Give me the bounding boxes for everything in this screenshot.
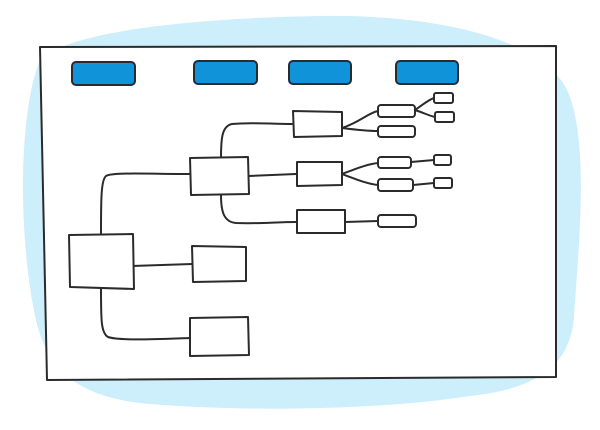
tree bbox=[68, 92, 455, 357]
node-level1-c[interactable] bbox=[189, 316, 250, 357]
tab-2[interactable] bbox=[193, 60, 258, 85]
node-level1-b[interactable] bbox=[191, 245, 247, 283]
node-level4-4[interactable] bbox=[433, 177, 453, 189]
connector-root-c bbox=[100, 287, 191, 341]
connector-c2-1 bbox=[410, 159, 435, 163]
node-level4-1[interactable] bbox=[433, 92, 454, 104]
connector-b2-1 bbox=[341, 162, 379, 175]
node-level3-a2[interactable] bbox=[377, 125, 416, 138]
connector-root-a bbox=[100, 172, 191, 235]
connector-c3-1 bbox=[412, 182, 435, 186]
node-level3-a1[interactable] bbox=[377, 104, 416, 118]
connector-a-1 bbox=[220, 122, 293, 159]
connector-b3-1 bbox=[344, 220, 379, 223]
connector-c1-2 bbox=[414, 109, 436, 118]
tab-4[interactable] bbox=[395, 60, 459, 85]
node-level4-2[interactable] bbox=[434, 111, 455, 123]
connector-b2-2 bbox=[341, 173, 379, 186]
node-level3-c1[interactable] bbox=[377, 214, 417, 228]
connector-b1-2 bbox=[341, 127, 379, 132]
connector-a-3 bbox=[220, 194, 297, 225]
node-level2-c[interactable] bbox=[296, 209, 346, 234]
connector-c1-1 bbox=[414, 97, 435, 111]
root-node[interactable] bbox=[68, 233, 135, 290]
tab-bar bbox=[71, 60, 459, 86]
connectors bbox=[100, 97, 436, 341]
node-level4-3[interactable] bbox=[433, 154, 452, 166]
node-level1-a[interactable] bbox=[189, 156, 250, 196]
tab-3[interactable] bbox=[288, 60, 352, 85]
tab-1[interactable] bbox=[71, 61, 136, 86]
node-level2-a[interactable] bbox=[292, 110, 343, 138]
node-level3-b2[interactable] bbox=[377, 178, 414, 192]
connector-root-b bbox=[131, 263, 193, 267]
connector-b1-1 bbox=[341, 110, 379, 129]
node-level3-b1[interactable] bbox=[377, 156, 412, 169]
connector-a-2 bbox=[248, 173, 297, 177]
node-level2-b[interactable] bbox=[296, 161, 343, 187]
